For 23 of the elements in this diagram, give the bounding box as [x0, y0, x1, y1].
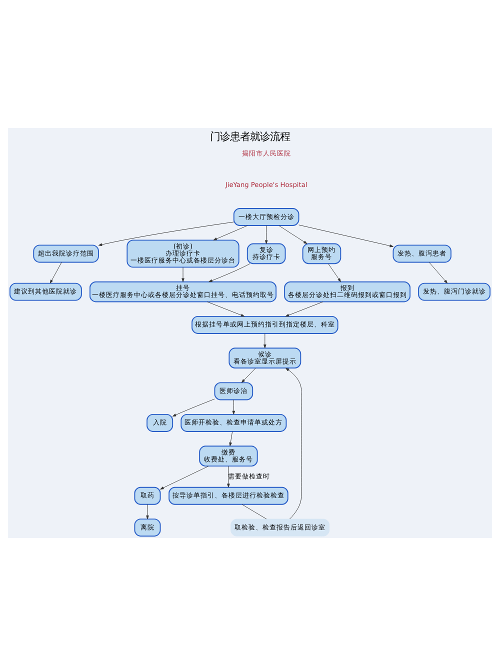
- arrow: [98, 222, 234, 246]
- arrow: [172, 398, 215, 417]
- arrow: [285, 368, 302, 520]
- arrow: [264, 333, 266, 348]
- arrow: [428, 262, 448, 284]
- arrow: [50, 262, 62, 284]
- arrow: [160, 466, 209, 490]
- arrow: [298, 224, 394, 248]
- arrow: [146, 504, 149, 520]
- connector: [242, 504, 267, 520]
- arrow: [285, 302, 324, 317]
- arrow: [206, 302, 245, 317]
- arrow: [232, 400, 236, 415]
- arrow: [208, 263, 250, 282]
- arrow: [328, 264, 341, 282]
- arrow: [241, 368, 256, 383]
- arrow: [264, 225, 268, 244]
- arrow: [229, 431, 233, 446]
- arrow: [213, 225, 248, 240]
- arrow: [227, 466, 230, 488]
- diagram-title: 门诊患者就诊流程: [210, 131, 290, 144]
- arrow: [278, 225, 308, 244]
- arrow: [182, 267, 184, 282]
